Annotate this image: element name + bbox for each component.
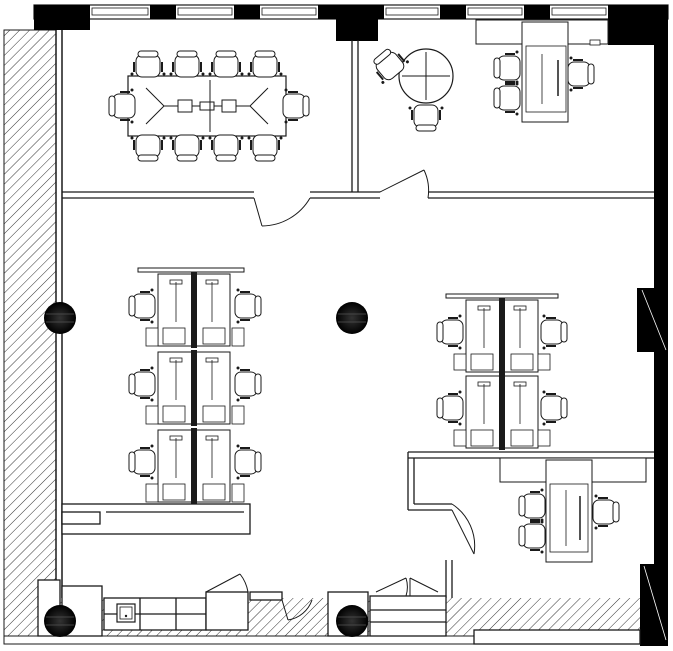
conference-room	[108, 50, 310, 162]
open-workstations-left	[128, 267, 262, 505]
sink-icon	[116, 603, 136, 623]
private-office-top-right	[365, 19, 609, 132]
open-workstations-right	[436, 293, 568, 451]
door-swing-icon	[205, 169, 476, 621]
structural-column-icon	[44, 302, 368, 637]
private-office-bottom-right	[499, 457, 647, 563]
